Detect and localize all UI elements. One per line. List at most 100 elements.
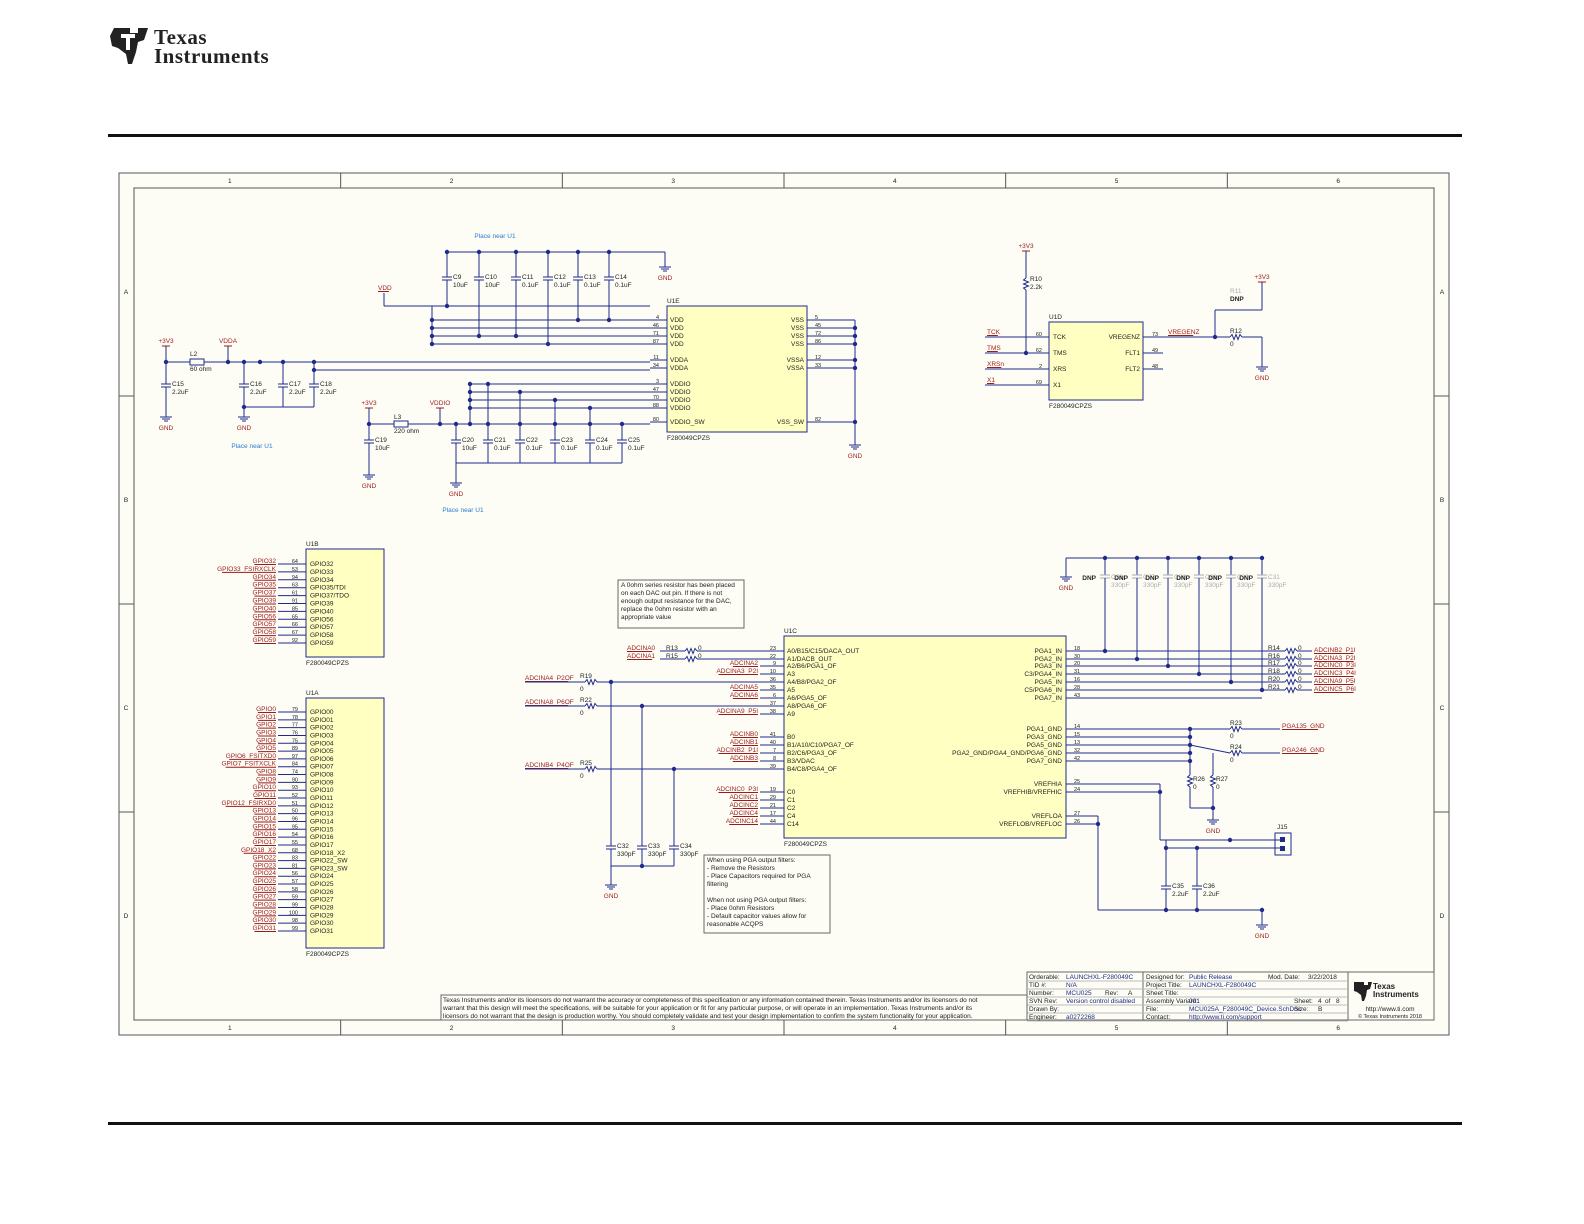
dnp-label: DNP xyxy=(1176,575,1190,582)
res-ref: R15 xyxy=(666,653,678,660)
pin-number: 95 xyxy=(292,824,298,830)
net-label: TMS xyxy=(987,345,1001,352)
disclaimer-line: Texas Instruments and/or its licensors d… xyxy=(443,997,978,1004)
pin-name: GPIO17 xyxy=(310,842,334,849)
pin-name: VSS_SW xyxy=(777,419,805,426)
pin-number: 30 xyxy=(1074,654,1080,660)
net-label: GPIO6_FSITXD0 xyxy=(226,753,277,760)
net-label: GPIO33_FSIRXCLK xyxy=(217,566,277,573)
titleblock-key: TID #: xyxy=(1029,982,1047,989)
pga-note-line: filtering xyxy=(707,881,728,888)
titleblock-key: File: xyxy=(1146,1006,1158,1013)
cap-value: 0.1uF xyxy=(584,282,601,289)
cap-value: 10uF xyxy=(462,445,477,452)
cap-value: 330pF xyxy=(1268,582,1286,589)
junction-dot xyxy=(437,421,443,427)
pin-number: 48 xyxy=(1152,364,1158,370)
pin-number: 63 xyxy=(292,583,298,589)
pin-name: VSS xyxy=(791,317,805,324)
cap-ref: C25 xyxy=(628,437,640,444)
pga-note-line: - Remove the Resistors xyxy=(707,865,776,872)
junction-dot xyxy=(485,381,491,387)
pin-number: 4 xyxy=(656,315,659,321)
res-value: 0 xyxy=(1298,668,1302,675)
net-label: ADCINC4 xyxy=(729,810,758,817)
titleblock-key: Sheet Title: xyxy=(1146,990,1179,997)
pin-name: PGA2_GND/PGA4_GND/PGA6_GND xyxy=(952,750,1062,757)
pin-name: GPIO35/TDI xyxy=(310,585,346,592)
net-label: GPIO18_X2 xyxy=(241,847,276,854)
pin-name: GPIO23_SW xyxy=(310,865,348,872)
net-label: XRSn xyxy=(987,361,1004,368)
resistor-zigzag xyxy=(1229,333,1243,341)
titleblock-value: Version control disabled xyxy=(1066,998,1135,1005)
pin-name: C5/PGA6_IN xyxy=(1024,687,1062,694)
pin-name: VDDA xyxy=(670,365,689,372)
pin-number: 88 xyxy=(653,403,659,409)
junction-dot xyxy=(467,381,473,387)
pin-name: GPIO22_SW xyxy=(310,858,348,865)
pin-number: 60 xyxy=(1036,332,1042,338)
net-label: GPIO11 xyxy=(253,792,276,799)
junction-dot xyxy=(476,249,482,255)
pin-number: 10 xyxy=(770,669,776,675)
resistor-zigzag xyxy=(1284,655,1298,663)
junction-dot xyxy=(241,359,247,365)
junction-dot xyxy=(1165,663,1171,669)
pin-number: 82 xyxy=(815,417,821,423)
pin-number: 94 xyxy=(292,575,298,581)
pin-name: VSS xyxy=(791,333,805,340)
disclaimer-box xyxy=(440,994,1028,1021)
net-label: GPIO23 xyxy=(253,862,277,869)
junction-dot xyxy=(545,249,551,255)
pin-name: A0/B15/C15/DACA_OUT xyxy=(787,648,859,655)
res-ref: R23 xyxy=(1230,720,1242,727)
res-value: 0 xyxy=(580,773,584,780)
pin-name: VREFLOA xyxy=(1032,813,1063,820)
cap-ref: C14 xyxy=(615,274,627,281)
pin-number: 80 xyxy=(653,417,659,423)
cap-value: 0.1uF xyxy=(522,282,539,289)
titleblock-value: Public Release xyxy=(1189,974,1233,981)
pin-number: 84 xyxy=(292,762,298,768)
pin-name: VREFHIB/VREFHIC xyxy=(1003,789,1062,796)
pin-name: GPIO00 xyxy=(310,709,334,716)
net-label: GPIO9 xyxy=(256,776,276,783)
cap-value: 0.1uF xyxy=(554,282,571,289)
inductor-value: 220 ohm xyxy=(394,428,419,435)
titleblock-value: LAUNCHXL-F280049C xyxy=(1189,982,1257,989)
net-label: GPIO26 xyxy=(253,886,277,893)
cap-ref: C33 xyxy=(648,843,660,850)
pin-number: 29 xyxy=(770,795,776,801)
frame-row-label: D xyxy=(1440,913,1445,920)
titleblock-copyright: © Texas Instruments 2018 xyxy=(1358,1013,1422,1020)
pin-name: B3/VDAC xyxy=(787,758,815,765)
junction-dot xyxy=(1196,671,1202,677)
ti-logo: Texas Instruments xyxy=(108,24,298,70)
junction-dot xyxy=(444,303,450,309)
gnd-label: GND xyxy=(1255,933,1270,940)
dnp-label: DNP xyxy=(1208,575,1222,582)
cap-ref: C29 xyxy=(1205,574,1217,581)
cap-value: 0.1uF xyxy=(615,282,632,289)
pin-name: C4 xyxy=(787,813,796,820)
ic-part: F280049CPZS xyxy=(1049,403,1093,410)
pin-number: 64 xyxy=(292,559,298,565)
frame-row-label: A xyxy=(124,289,129,296)
cap-ref: C21 xyxy=(494,437,506,444)
cap-value: 0.1uF xyxy=(494,445,511,452)
titleblock-value: 4 xyxy=(1318,998,1322,1005)
pin-name: VSSA xyxy=(787,365,805,372)
pin-name: VDDIO_SW xyxy=(670,419,706,426)
pin-number: 72 xyxy=(815,331,821,337)
titleblock-key: SVN Rev: xyxy=(1029,998,1058,1005)
junction-dot xyxy=(1187,734,1193,740)
net-label: GPIO27 xyxy=(253,894,277,901)
pin-number: 51 xyxy=(292,801,298,807)
titleblock-value: a0272268 xyxy=(1066,1014,1095,1021)
disclaimer-line: licensors do not warrant that the design… xyxy=(443,1013,973,1020)
titleblock-value: 8 xyxy=(1336,998,1340,1005)
ic-ref: U1E xyxy=(667,298,680,305)
pin-name: GPIO04 xyxy=(310,740,334,747)
junction-dot xyxy=(606,317,612,323)
